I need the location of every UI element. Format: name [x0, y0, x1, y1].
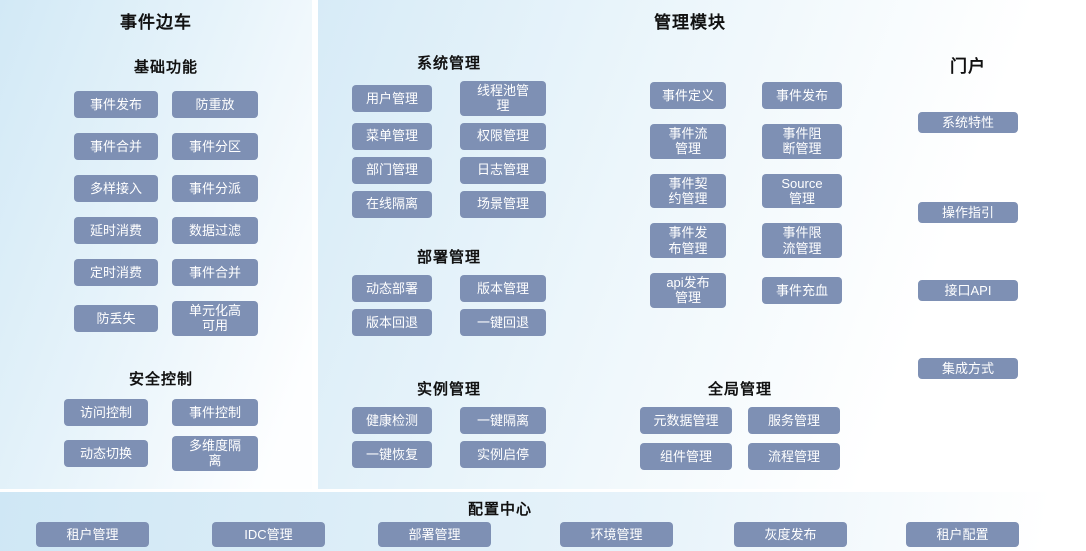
feature-button[interactable]: 多维度隔 离: [172, 436, 258, 471]
button-grid-system: 用户管理 线程池管 理 菜单管理 权限管理 部门管理 日志管理 在线隔离 场景管…: [352, 81, 546, 218]
section-title-security: 安全控制: [128, 371, 193, 388]
feature-button[interactable]: api发布 管理: [650, 272, 726, 308]
feature-button[interactable]: 租户管理: [36, 522, 149, 547]
feature-button[interactable]: 日志管理: [460, 156, 546, 184]
feature-button[interactable]: 一键恢复: [352, 441, 432, 468]
feature-button[interactable]: 多样接入: [74, 175, 158, 202]
feature-button[interactable]: 单元化高 可用: [172, 301, 258, 336]
feature-button[interactable]: 定时消费: [74, 259, 158, 286]
section-event-management: 事件定义 事件发布 事件流 管理 事件阻 断管理 事件契 约管理 Source …: [650, 82, 842, 308]
feature-button[interactable]: 集成方式: [918, 358, 1018, 379]
button-grid-basic: 事件发布 防重放 事件合并 事件分区 多样接入 事件分派 延时消费 数据过滤 定…: [74, 91, 258, 336]
feature-button[interactable]: 部署管理: [378, 522, 491, 547]
feature-button[interactable]: 用户管理: [352, 84, 432, 112]
feature-button[interactable]: 一键隔离: [460, 407, 546, 434]
portal-title: 门户: [950, 57, 986, 76]
section-security-control: 安全控制 访问控制 事件控制 动态切换 多维度隔 离: [64, 368, 258, 471]
feature-button[interactable]: 元数据管理: [640, 407, 732, 434]
section-title-basic: 基础功能: [133, 59, 198, 76]
feature-button[interactable]: 数据过滤: [172, 217, 258, 244]
feature-button[interactable]: Source 管理: [762, 173, 842, 209]
button-grid-security: 访问控制 事件控制 动态切换 多维度隔 离: [64, 399, 258, 471]
button-grid-global: 元数据管理 服务管理 组件管理 流程管理: [640, 407, 840, 470]
feature-button[interactable]: 租户配置: [906, 522, 1019, 547]
feature-button[interactable]: IDC管理: [212, 522, 325, 547]
feature-button[interactable]: 操作指引: [918, 202, 1018, 223]
feature-button[interactable]: 事件流 管理: [650, 124, 726, 159]
section-instance-management: 实例管理 健康检测 一键隔离 一键恢复 实例启停: [352, 378, 546, 468]
button-grid-deploy: 动态部署 版本管理 版本回退 一键回退: [352, 275, 546, 336]
feature-button[interactable]: 灰度发布: [734, 522, 847, 547]
feature-button[interactable]: 事件充血: [762, 276, 842, 304]
feature-button[interactable]: 环境管理: [560, 522, 673, 547]
button-grid-instance: 健康检测 一键隔离 一键恢复 实例启停: [352, 407, 546, 468]
feature-button[interactable]: 动态切换: [64, 439, 148, 467]
section-deploy-management: 部署管理 动态部署 版本管理 版本回退 一键回退: [352, 246, 546, 336]
feature-button[interactable]: 事件发布: [74, 91, 158, 118]
section-basic-functions: 基础功能 事件发布 防重放 事件合并 事件分区 多样接入 事件分派 延时消费 数…: [74, 56, 258, 336]
feature-button[interactable]: 事件合并: [172, 259, 258, 286]
feature-button[interactable]: 在线隔离: [352, 190, 432, 218]
feature-button[interactable]: 事件合并: [74, 133, 158, 160]
section-portal: 门户 系统特性 操作指引 接口API 集成方式: [910, 52, 1026, 392]
feature-button[interactable]: 线程池管 理: [460, 81, 546, 116]
feature-button[interactable]: 防重放: [172, 91, 258, 118]
event-sidecar-panel: 事件边车 基础功能 事件发布 防重放 事件合并 事件分区 多样接入 事件分派 延…: [0, 0, 312, 489]
feature-button[interactable]: 接口API: [918, 280, 1018, 301]
sidecar-panel-title: 事件边车: [120, 13, 192, 32]
feature-button[interactable]: 事件分派: [172, 175, 258, 202]
feature-button[interactable]: 场景管理: [460, 190, 546, 218]
feature-button[interactable]: 事件分区: [172, 133, 258, 160]
section-system-management: 系统管理 用户管理 线程池管 理 菜单管理 权限管理 部门管理 日志管理 在线隔…: [352, 52, 546, 218]
feature-button[interactable]: 实例启停: [460, 441, 546, 468]
feature-button[interactable]: 系统特性: [918, 112, 1018, 133]
feature-button[interactable]: 权限管理: [460, 122, 546, 150]
feature-button[interactable]: 延时消费: [74, 217, 158, 244]
feature-button[interactable]: 流程管理: [748, 443, 840, 470]
feature-button[interactable]: 事件定义: [650, 82, 726, 109]
feature-button[interactable]: 访问控制: [64, 399, 148, 426]
section-title-deploy: 部署管理: [416, 249, 481, 266]
section-title-global: 全局管理: [707, 381, 772, 398]
feature-button[interactable]: 一键回退: [460, 309, 546, 336]
management-module-panel: 管理模块 系统管理 用户管理 线程池管 理 菜单管理 权限管理 部门管理 日志管…: [318, 0, 1062, 489]
feature-button[interactable]: 事件发 布管理: [650, 223, 726, 258]
feature-button[interactable]: 事件控制: [172, 399, 258, 426]
feature-button[interactable]: 事件限 流管理: [762, 223, 842, 258]
feature-button[interactable]: 事件阻 断管理: [762, 124, 842, 159]
feature-button[interactable]: 版本回退: [352, 309, 432, 336]
feature-button[interactable]: 服务管理: [748, 407, 840, 434]
config-center-bar: 配置中心 租户管理 IDC管理 部署管理 环境管理 灰度发布 租户配置: [0, 492, 1086, 551]
management-panel-title: 管理模块: [654, 13, 726, 32]
feature-button[interactable]: 健康检测: [352, 407, 432, 434]
feature-button[interactable]: 版本管理: [460, 275, 546, 302]
feature-button[interactable]: 菜单管理: [352, 122, 432, 150]
config-center-title: 配置中心: [467, 501, 532, 518]
button-grid-event: 事件定义 事件发布 事件流 管理 事件阻 断管理 事件契 约管理 Source …: [650, 82, 842, 308]
section-title-system: 系统管理: [416, 55, 481, 72]
feature-button[interactable]: 事件发布: [762, 82, 842, 109]
feature-button[interactable]: 部门管理: [352, 156, 432, 184]
feature-button[interactable]: 防丢失: [74, 304, 158, 332]
section-title-instance: 实例管理: [416, 381, 481, 398]
feature-button[interactable]: 事件契 约管理: [650, 173, 726, 209]
feature-button[interactable]: 组件管理: [640, 443, 732, 470]
section-global-management: 全局管理 元数据管理 服务管理 组件管理 流程管理: [640, 378, 840, 470]
feature-button[interactable]: 动态部署: [352, 275, 432, 302]
